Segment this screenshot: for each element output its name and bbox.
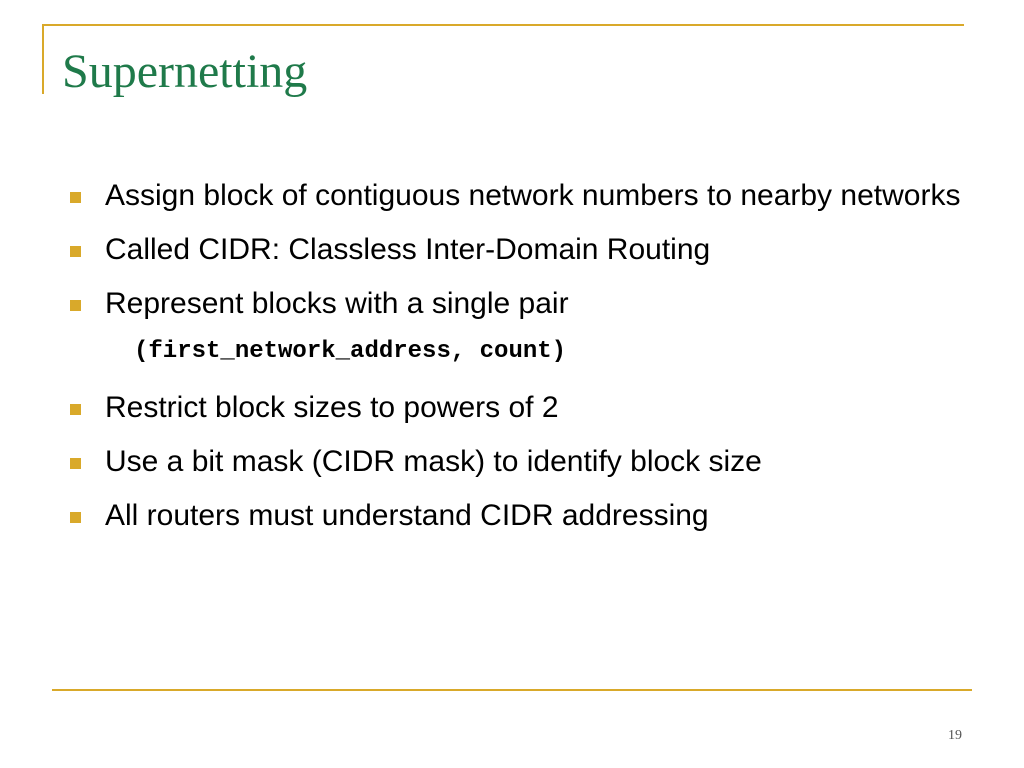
square-bullet-icon: [70, 300, 81, 311]
bullet-text: Represent blocks with a single pair: [105, 287, 569, 320]
bullet-text: Called CIDR: Classless Inter-Domain Rout…: [105, 233, 711, 266]
bullet-text: Restrict block sizes to powers of 2: [105, 391, 559, 424]
square-bullet-icon: [70, 458, 81, 469]
bullet-text: All routers must understand CIDR address…: [105, 499, 709, 532]
bullet-item: Restrict block sizes to powers of 2: [0, 386, 1024, 430]
square-bullet-icon: [70, 512, 81, 523]
bullet-item: Assign block of contiguous network numbe…: [0, 174, 1024, 218]
top-decorative-rule: [42, 24, 964, 26]
bullet-item: Called CIDR: Classless Inter-Domain Rout…: [0, 228, 1024, 272]
square-bullet-icon: [70, 246, 81, 257]
left-decorative-rule: [42, 24, 44, 94]
bullet-list: Assign block of contiguous network numbe…: [0, 174, 1024, 548]
bullet-text: Use a bit mask (CIDR mask) to identify b…: [105, 445, 762, 478]
bullet-item: All routers must understand CIDR address…: [0, 494, 1024, 538]
square-bullet-icon: [70, 192, 81, 203]
code-example: (first_network_address, count): [134, 338, 567, 365]
slide-title: Supernetting: [62, 45, 308, 98]
bullet-item: Use a bit mask (CIDR mask) to identify b…: [0, 440, 1024, 484]
bullet-item: Represent blocks with a single pair: [0, 282, 1024, 326]
page-number: 19: [948, 728, 962, 743]
square-bullet-icon: [70, 404, 81, 415]
bottom-decorative-rule: [52, 689, 972, 691]
bullet-text: Assign block of contiguous network numbe…: [105, 179, 961, 212]
